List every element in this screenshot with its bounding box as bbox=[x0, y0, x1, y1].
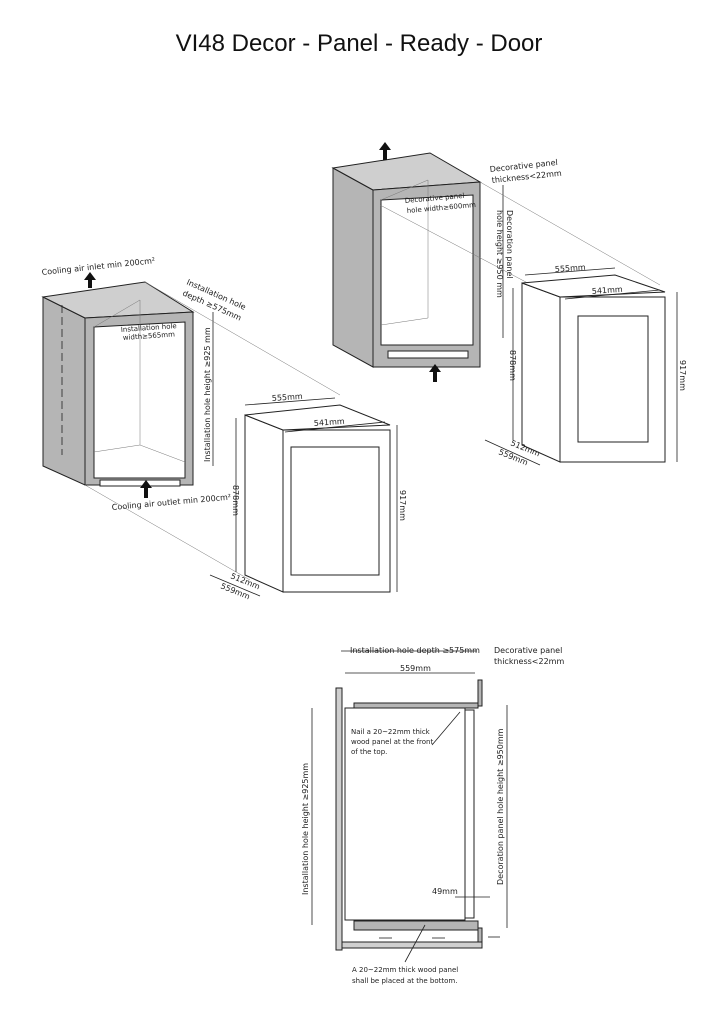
page-title: VI48 Decor - Panel - Ready - Door bbox=[175, 30, 543, 57]
section-install-height: Installation hole height ≥925mm bbox=[301, 763, 310, 895]
install-width-label-2: width≥565mm bbox=[123, 330, 176, 342]
right-door-width: 541mm bbox=[592, 285, 624, 296]
cooling-air-outlet-label: Cooling air outlet min 200cm² bbox=[111, 493, 231, 512]
top-note-line-2: wood panel at the front bbox=[351, 738, 433, 746]
bottom-note-line-2: shall be placed at the bottom. bbox=[352, 977, 457, 985]
left-body-height: 878mm bbox=[231, 485, 240, 516]
section-view bbox=[335, 679, 500, 951]
section-panel-height: Decoration panel hole height ≥950mm bbox=[496, 728, 505, 885]
section-panel-thickness-label-1: Decorative panel bbox=[494, 646, 562, 655]
top-note-line-1: Nail a 20~22mm thick bbox=[351, 728, 431, 736]
right-cabinet bbox=[331, 152, 482, 368]
left-appliance bbox=[244, 404, 391, 593]
section-inner-depth: 559mm bbox=[400, 664, 431, 673]
section-panel-thickness-label-2: thickness<22mm bbox=[494, 657, 564, 666]
right-outer-width: 555mm bbox=[555, 263, 587, 274]
right-hole-height-label-2: hole height ≥950 mm bbox=[495, 210, 504, 298]
right-air-bottom-arrow bbox=[429, 364, 441, 382]
right-air-top-arrow bbox=[379, 142, 391, 160]
right-body-height: 878mm bbox=[508, 350, 517, 381]
install-width-label-1: Installation hole bbox=[121, 322, 177, 334]
right-appliance bbox=[521, 274, 666, 463]
section-gap: 49mm bbox=[432, 887, 458, 896]
top-note-line-3: of the top. bbox=[351, 748, 387, 756]
left-outer-width: 555mm bbox=[272, 392, 304, 403]
left-door-width: 541mm bbox=[314, 417, 346, 428]
install-height-label: Installation hole height ≥925 mm bbox=[203, 327, 212, 462]
cooling-air-inlet-label: Cooling air inlet min 200cm² bbox=[41, 256, 155, 277]
cooling-air-outlet-arrow bbox=[140, 480, 152, 498]
left-cabinet bbox=[41, 281, 195, 487]
bottom-note-line-1: A 20~22mm thick wood panel bbox=[352, 966, 458, 974]
right-hole-height-label-1: Decoration panel bbox=[505, 210, 514, 279]
left-total-height: 917mm bbox=[398, 490, 407, 521]
cooling-air-inlet-arrow bbox=[84, 272, 96, 288]
right-total-height: 917mm bbox=[678, 360, 687, 391]
section-depth-label: Installation hole depth ≥575mm bbox=[350, 646, 480, 655]
